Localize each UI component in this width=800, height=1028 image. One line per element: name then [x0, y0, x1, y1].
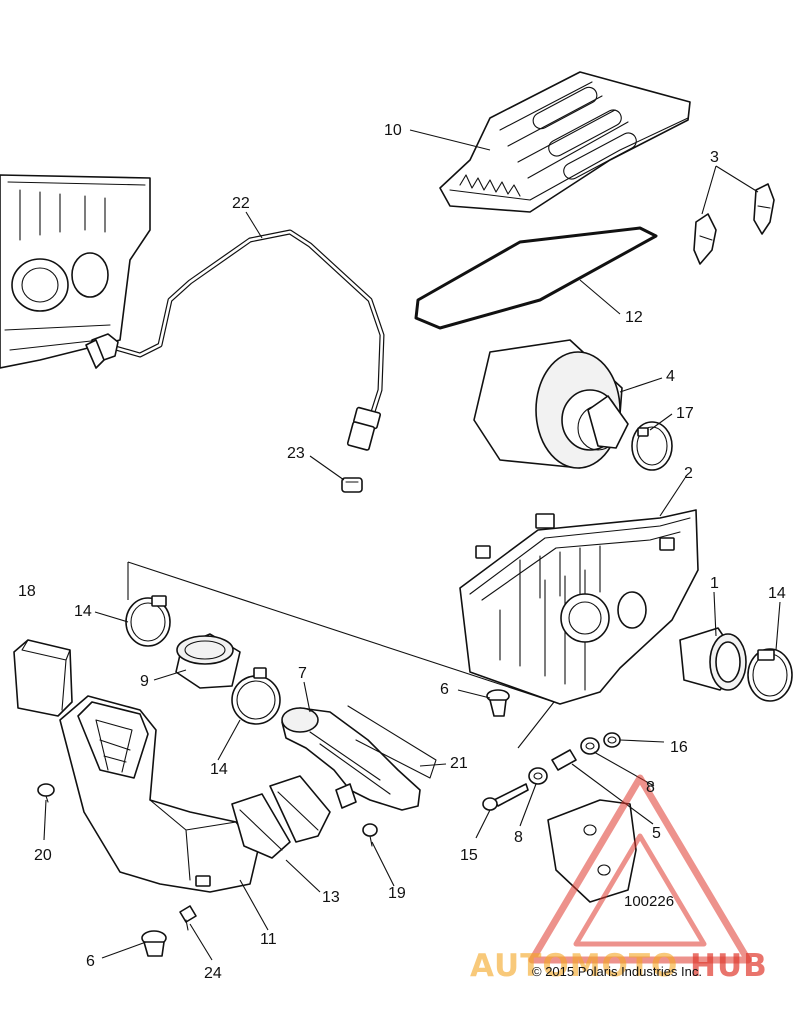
- callout-14-lower: 14: [210, 761, 228, 778]
- bolt-19-part: [362, 823, 378, 847]
- callout-11: 11: [260, 931, 277, 948]
- sleeve-9-part: [175, 633, 241, 689]
- clamp-14-upper-part: [125, 595, 171, 647]
- watermark-triangle-logo: [528, 774, 752, 964]
- callout-labels: 10 3 22 12 4 17 23 2 1 14 18 14 9 7 6 16…: [18, 122, 786, 982]
- bracket-part: [547, 799, 637, 903]
- callout-21: 21: [450, 755, 468, 772]
- callout-13: 13: [322, 889, 340, 906]
- callout-17: 17: [676, 405, 694, 422]
- grommet-6-right-part: [486, 689, 510, 717]
- leader-lines: [43, 129, 781, 961]
- breather-hose-part: [85, 229, 385, 451]
- diagram-reference-number: 100226: [624, 893, 674, 910]
- air-filter-part: [473, 339, 629, 469]
- callout-8-upper: 8: [646, 779, 655, 796]
- callout-14-right: 14: [768, 585, 786, 602]
- callout-2: 2: [684, 465, 693, 482]
- callout-15: 15: [460, 847, 478, 864]
- grouping-lines: [127, 561, 555, 749]
- callout-6-lower: 6: [86, 953, 95, 970]
- watermark-brand-part1: AUTOMOTO: [470, 948, 678, 984]
- callout-18: 18: [18, 583, 36, 600]
- callout-9: 9: [140, 673, 149, 690]
- copyright-notice: © 2015 Polaris Industries Inc.: [532, 964, 702, 979]
- washer-8-lower-part: [528, 767, 548, 785]
- clamp-17-part: [631, 421, 673, 471]
- rivet-20-part: [37, 783, 55, 803]
- clips-part: [693, 183, 775, 265]
- callout-7: 7: [298, 665, 307, 682]
- callout-20: 20: [34, 847, 52, 864]
- clamp-14-right-part: [747, 648, 793, 702]
- clamp-23-part: [341, 477, 363, 493]
- callout-6-right: 6: [440, 681, 449, 698]
- grommet-6-lower-part: [141, 930, 167, 957]
- pad-18-part: [13, 639, 73, 717]
- watermark-brand-part2: HUB: [690, 948, 768, 984]
- screw-24-part: [179, 905, 197, 931]
- coupler-part: [679, 627, 747, 691]
- callout-4: 4: [666, 368, 675, 385]
- bushing-8-upper-part: [580, 737, 600, 755]
- callout-16: 16: [670, 739, 688, 756]
- gasket-part: [414, 226, 658, 330]
- callout-14-upper: 14: [74, 603, 92, 620]
- callout-1: 1: [710, 575, 719, 592]
- clamp-14-lower-part: [231, 667, 281, 725]
- callout-24: 24: [204, 965, 222, 982]
- intake-11-part: [59, 695, 259, 893]
- spacer-5-part: [551, 749, 577, 771]
- nut-16-part: [603, 732, 621, 748]
- callout-22: 22: [232, 195, 250, 212]
- label-21-part: [347, 705, 437, 779]
- callout-19: 19: [388, 885, 406, 902]
- callout-3: 3: [710, 149, 719, 166]
- airbox-cover-part: [439, 71, 691, 213]
- callout-10: 10: [384, 122, 402, 139]
- bolt-15-part: [482, 783, 529, 811]
- intake-duct-7-part: [281, 707, 421, 811]
- callout-12: 12: [625, 309, 643, 326]
- callout-23: 23: [287, 445, 305, 462]
- left-airbox-part: [0, 174, 151, 369]
- airbox-part: [459, 509, 699, 705]
- callout-8-lower: 8: [514, 829, 523, 846]
- callout-5: 5: [652, 825, 661, 842]
- adapter-13-part: [231, 775, 331, 859]
